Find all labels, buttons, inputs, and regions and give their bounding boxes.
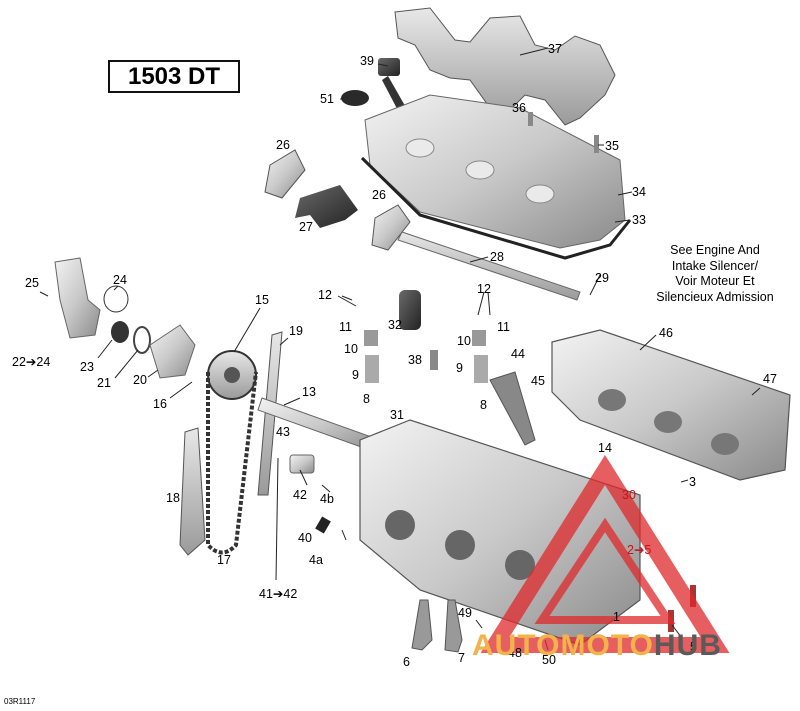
label-9-left: 9 xyxy=(352,368,359,382)
label-11-left: 11 xyxy=(339,320,352,334)
label-14: 14 xyxy=(598,441,612,455)
watermark-part2: HUB xyxy=(653,629,722,662)
part-32-injector xyxy=(399,290,421,330)
part-26-rocker-a xyxy=(264,149,306,199)
note-line: Voir Moteur Et xyxy=(675,274,755,288)
label-31: 31 xyxy=(390,408,404,422)
part-9-spring xyxy=(365,355,379,383)
label-28: 28 xyxy=(490,250,504,264)
label-20: 20 xyxy=(133,373,147,387)
part-24-oring xyxy=(103,285,129,313)
label-4b: 4b xyxy=(320,492,334,506)
part-25-pump-housing xyxy=(54,257,101,339)
label-26-lower: 26 xyxy=(372,188,386,202)
part-40-sensor xyxy=(315,516,331,534)
leader-lines xyxy=(39,47,761,651)
label-2-5: 2➔5 xyxy=(627,543,652,557)
label-15: 15 xyxy=(255,293,269,307)
part-6-valve xyxy=(411,599,433,651)
label-44: 44 xyxy=(511,347,525,361)
label-47: 47 xyxy=(763,372,777,386)
label-27: 27 xyxy=(299,220,313,234)
label-26-upper: 26 xyxy=(276,138,290,152)
label-19: 19 xyxy=(289,324,303,338)
label-6: 6 xyxy=(403,655,410,669)
part-10-retainer xyxy=(364,330,378,346)
part-33-gasket xyxy=(360,156,632,260)
label-45: 45 xyxy=(531,374,545,388)
label-12-left: 12 xyxy=(318,288,332,302)
label-39: 39 xyxy=(360,54,374,68)
label-13: 13 xyxy=(302,385,316,399)
label-32: 32 xyxy=(388,318,402,332)
part-18-tensioner xyxy=(179,427,206,556)
part-27-rocker xyxy=(295,185,358,228)
label-49: 49 xyxy=(458,606,472,620)
watermark-text: AUTOMOTOHUB xyxy=(472,628,722,664)
part-35-bolt xyxy=(594,135,599,153)
note-line: Silencieux Admission xyxy=(656,289,774,304)
model-title: 1503 DT xyxy=(108,60,240,93)
label-51: 51 xyxy=(320,92,334,106)
label-18: 18 xyxy=(166,491,180,505)
label-41-42: 41➔42 xyxy=(259,587,298,601)
part-46-manifold xyxy=(551,329,791,481)
label-4a: 4a xyxy=(309,553,323,567)
label-17: 17 xyxy=(217,553,231,567)
watermark-triangle xyxy=(480,454,730,653)
label-3: 3 xyxy=(689,475,696,489)
label-16: 16 xyxy=(153,397,167,411)
part-51-grommet xyxy=(341,90,369,106)
label-43: 43 xyxy=(276,425,290,439)
part-37-shield xyxy=(394,7,616,126)
label-36: 36 xyxy=(512,101,526,115)
label-8-right: 8 xyxy=(480,398,487,412)
label-10-left: 10 xyxy=(344,342,358,356)
label-25: 25 xyxy=(25,276,39,290)
part-21-shim xyxy=(133,326,151,354)
note-see-engine: See Engine And Intake Silencer/ Voir Mot… xyxy=(630,243,800,305)
part-17-chain xyxy=(206,371,258,555)
part-36-bolt xyxy=(528,112,533,126)
label-33: 33 xyxy=(632,213,646,227)
label-29: 29 xyxy=(595,271,609,285)
label-24: 24 xyxy=(113,273,127,287)
label-23: 23 xyxy=(80,360,94,374)
label-37: 37 xyxy=(548,42,562,56)
label-21: 21 xyxy=(97,376,111,390)
label-22-24: 22➔24 xyxy=(12,355,51,369)
label-50: 50 xyxy=(542,653,556,667)
label-5: 5 xyxy=(690,640,697,654)
label-46: 46 xyxy=(659,326,673,340)
note-line: Intake Silencer/ xyxy=(671,258,759,273)
label-48: 48 xyxy=(508,646,522,660)
part-23-seal xyxy=(111,321,129,343)
part-28-shaft xyxy=(397,231,581,301)
label-42: 42 xyxy=(293,488,307,502)
label-7: 7 xyxy=(458,651,465,665)
label-1: 1 xyxy=(613,610,620,624)
label-35: 35 xyxy=(605,139,619,153)
label-34: 34 xyxy=(632,185,646,199)
label-38: 38 xyxy=(408,353,422,367)
part-20-cover xyxy=(149,324,196,379)
note-line: See Engine And xyxy=(670,243,760,257)
label-9-right: 9 xyxy=(456,361,463,375)
watermark-part1: AUTOMOTO xyxy=(472,629,654,662)
label-30: 30 xyxy=(622,488,636,502)
label-12-right: 12 xyxy=(477,282,491,296)
label-11-right: 11 xyxy=(497,320,510,334)
label-10-right: 10 xyxy=(457,334,471,348)
part-44-bracket xyxy=(489,371,536,446)
diagram-code: 03R1117 xyxy=(4,697,36,706)
part-26-rocker-b xyxy=(371,204,411,251)
part-7-valve xyxy=(444,599,463,653)
part-38-plug xyxy=(430,350,438,370)
label-40: 40 xyxy=(298,531,312,545)
label-8-left: 8 xyxy=(363,392,370,406)
part-42-sensor xyxy=(289,454,315,474)
